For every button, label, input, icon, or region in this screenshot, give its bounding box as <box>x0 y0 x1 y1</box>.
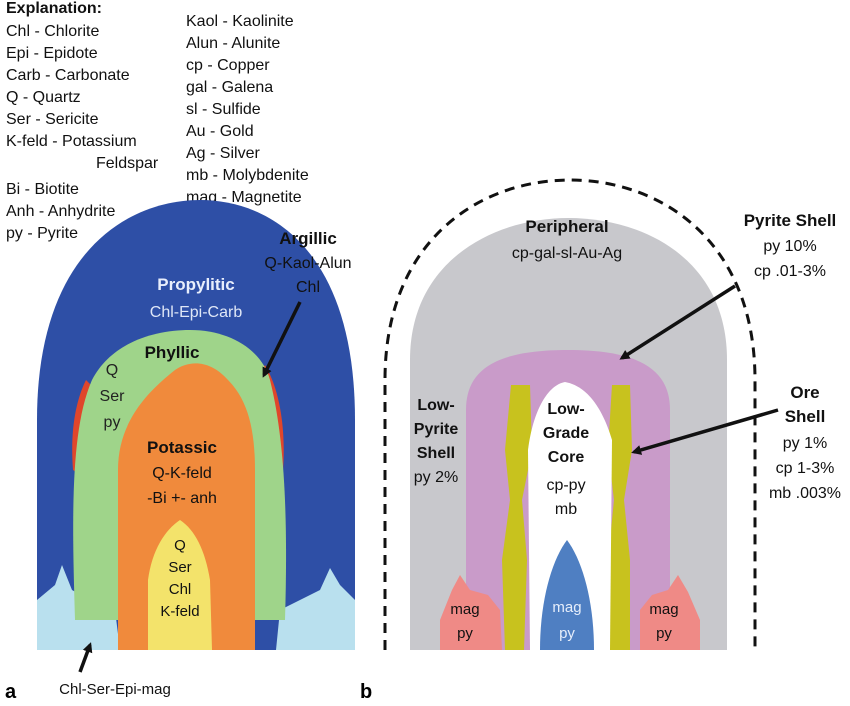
pyrite-shell-values: cp .01-3% <box>754 263 826 280</box>
low-pyrite-shell-label: Pyrite <box>414 421 459 438</box>
base-alteration-zone <box>276 568 355 650</box>
mag-right-label: mag <box>649 601 678 618</box>
mag-left-label: mag <box>450 601 479 618</box>
legend-item: Epi - Epidote <box>6 45 98 62</box>
argillic-minerals: Chl <box>296 279 320 296</box>
legend-item: Carb - Carbonate <box>6 67 130 84</box>
core-minerals: Chl <box>169 581 192 598</box>
legend-item: Alun - Alunite <box>186 35 281 52</box>
low-pyrite-shell-value: py 2% <box>414 469 458 486</box>
legend-item: Ag - Silver <box>186 145 260 162</box>
ore-shell-label: Ore <box>790 383 819 402</box>
legend-item: Anh - Anhydrite <box>6 203 116 220</box>
peripheral-minerals: cp-gal-sl-Au-Ag <box>512 245 622 262</box>
core-minerals: Ser <box>168 559 191 576</box>
mag-center-label: py <box>559 625 575 642</box>
phyllic-mineral: Ser <box>100 388 126 405</box>
mag-zone-left <box>440 575 502 650</box>
mag-center-label: mag <box>552 599 581 616</box>
ore-shell-values: py 1% <box>783 435 827 452</box>
pyrite-shell-arrow <box>619 284 736 360</box>
low-pyrite-shell-label: Low- <box>417 397 454 414</box>
panel-letter-b: b <box>360 681 372 703</box>
phyllic-label: Phyllic <box>145 343 200 362</box>
core-minerals: Q <box>174 537 186 554</box>
low-grade-core-minerals: mb <box>555 501 577 518</box>
ore-shell-left <box>502 385 532 650</box>
panel-letter-a: a <box>5 681 17 703</box>
low-grade-core-label: Grade <box>543 425 589 442</box>
low-pyrite-shell-label: Shell <box>417 445 455 462</box>
legend-item: Ser - Sericite <box>6 111 99 128</box>
legend-item: cp - Copper <box>186 57 270 74</box>
base-zone-label: Chl-Ser-Epi-mag <box>59 681 171 698</box>
low-grade-core-label: Core <box>548 449 585 466</box>
legend-item: Au - Gold <box>186 123 254 140</box>
core-minerals: K-feld <box>160 603 199 620</box>
legend-item: sl - Sulfide <box>186 101 261 118</box>
ore-shell-arrow <box>631 408 779 455</box>
mag-right-label: py <box>656 625 672 642</box>
legend-item: mb - Molybdenite <box>186 167 309 184</box>
ore-shell-right <box>608 385 632 650</box>
potassic-minerals: Q-K-feld <box>152 465 212 482</box>
legend-item: py - Pyrite <box>6 225 79 242</box>
mag-zone-right <box>640 575 700 650</box>
legend-item: Chl - Chlorite <box>6 23 100 40</box>
legend-item: Q - Quartz <box>6 89 81 106</box>
potassic-minerals: -Bi +- anh <box>147 490 217 507</box>
legend-title: Explanation: <box>6 0 103 17</box>
peripheral-label: Peripheral <box>525 217 608 236</box>
phyllic-mineral: Q <box>106 362 118 379</box>
panel-b: Peripheral cp-gal-sl-Au-Ag Pyrite Shell … <box>360 178 841 703</box>
legend-item: Feldspar <box>96 155 159 172</box>
propylitic-label: Propylitic <box>157 275 234 294</box>
pyrite-shell-label: Pyrite Shell <box>744 211 837 230</box>
legend-item: K-feld - Potassium <box>6 133 137 150</box>
legend-item: Kaol - Kaolinite <box>186 13 294 30</box>
panel-a: Propylitic Chl-Epi-Carb Phyllic Q Ser py… <box>5 200 355 703</box>
mag-zone-center <box>540 540 594 650</box>
legend-item: gal - Galena <box>186 79 274 96</box>
argillic-label: Argillic <box>279 229 337 248</box>
ore-shell-values: cp 1-3% <box>776 460 835 477</box>
propylitic-minerals: Chl-Epi-Carb <box>150 304 243 321</box>
legend-item: Bi - Biotite <box>6 181 79 198</box>
phyllic-mineral: py <box>104 414 121 431</box>
argillic-minerals: Q-Kaol-Alun <box>264 255 351 272</box>
core-zone <box>148 520 212 650</box>
ore-shell-label: Shell <box>785 407 826 426</box>
mag-left-label: py <box>457 625 473 642</box>
ore-shell-values: mb .003% <box>769 485 841 502</box>
argillic-arrow <box>262 301 302 378</box>
pyrite-shell-values: py 10% <box>763 238 816 255</box>
low-grade-core-label: Low- <box>547 401 584 418</box>
low-grade-core-minerals: cp-py <box>546 477 585 494</box>
base-zone-arrow <box>78 642 93 673</box>
potassic-label: Potassic <box>147 438 217 457</box>
